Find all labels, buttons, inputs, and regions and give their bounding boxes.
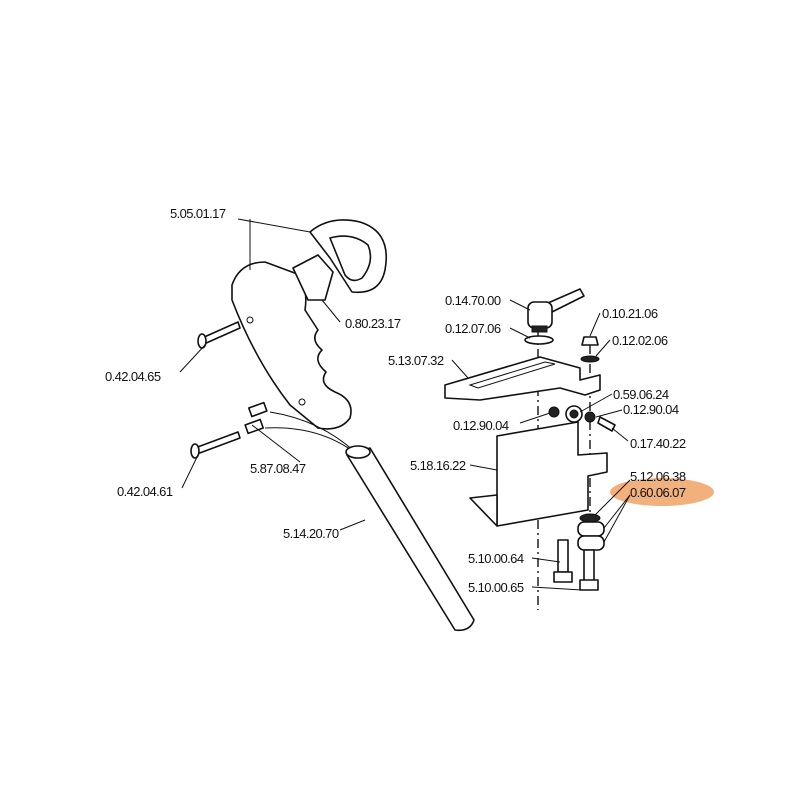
label-nut-right: 0.12.90.04 [623, 402, 679, 417]
tube [345, 445, 475, 632]
label-screw-lower: 0.42.04.61 [117, 484, 173, 499]
highlight-marker [610, 478, 714, 506]
knob [524, 288, 585, 345]
trigger-part [292, 254, 334, 301]
screw-upper [197, 321, 241, 349]
label-plate: 5.18.16.22 [410, 458, 466, 473]
label-tube: 5.14.20.70 [283, 526, 339, 541]
label-slot-bracket: 5.13.07.32 [388, 353, 444, 368]
label-trigger: 0.80.23.17 [345, 316, 401, 331]
d-ring-handle [309, 219, 387, 294]
handle-grip [231, 261, 352, 430]
cap-nut [580, 336, 600, 363]
screw-lower [190, 431, 241, 459]
label-pin: 0.17.40.22 [630, 436, 686, 451]
label-cap-nut: 0.10.21.06 [602, 306, 658, 321]
label-knob: 0.14.70.00 [445, 293, 501, 308]
wheel-stack [577, 513, 605, 551]
label-cable: 5.87.08.47 [250, 461, 306, 476]
label-bolt-short: 5.10.00.64 [468, 551, 524, 566]
label-wheel-highlighted[interactable]: 0.60.06.07 [630, 485, 686, 500]
nuts-roller-pin [548, 405, 616, 432]
bolts [553, 539, 599, 591]
label-nut-left: 0.12.90.04 [453, 418, 509, 433]
label-spring-washer: 0.12.02.06 [612, 333, 668, 348]
label-bushing: 5.12.06.38 [630, 469, 686, 484]
label-screw-upper: 0.42.04.65 [105, 369, 161, 384]
plate [469, 421, 608, 527]
label-washer-knob: 0.12.07.06 [445, 321, 501, 336]
leader-lines [179, 218, 631, 591]
label-handle: 5.05.01.17 [170, 206, 226, 221]
label-bolt-long: 5.10.00.65 [468, 580, 524, 595]
label-roller: 0.59.06.24 [613, 387, 669, 402]
slot-bracket [444, 356, 601, 401]
